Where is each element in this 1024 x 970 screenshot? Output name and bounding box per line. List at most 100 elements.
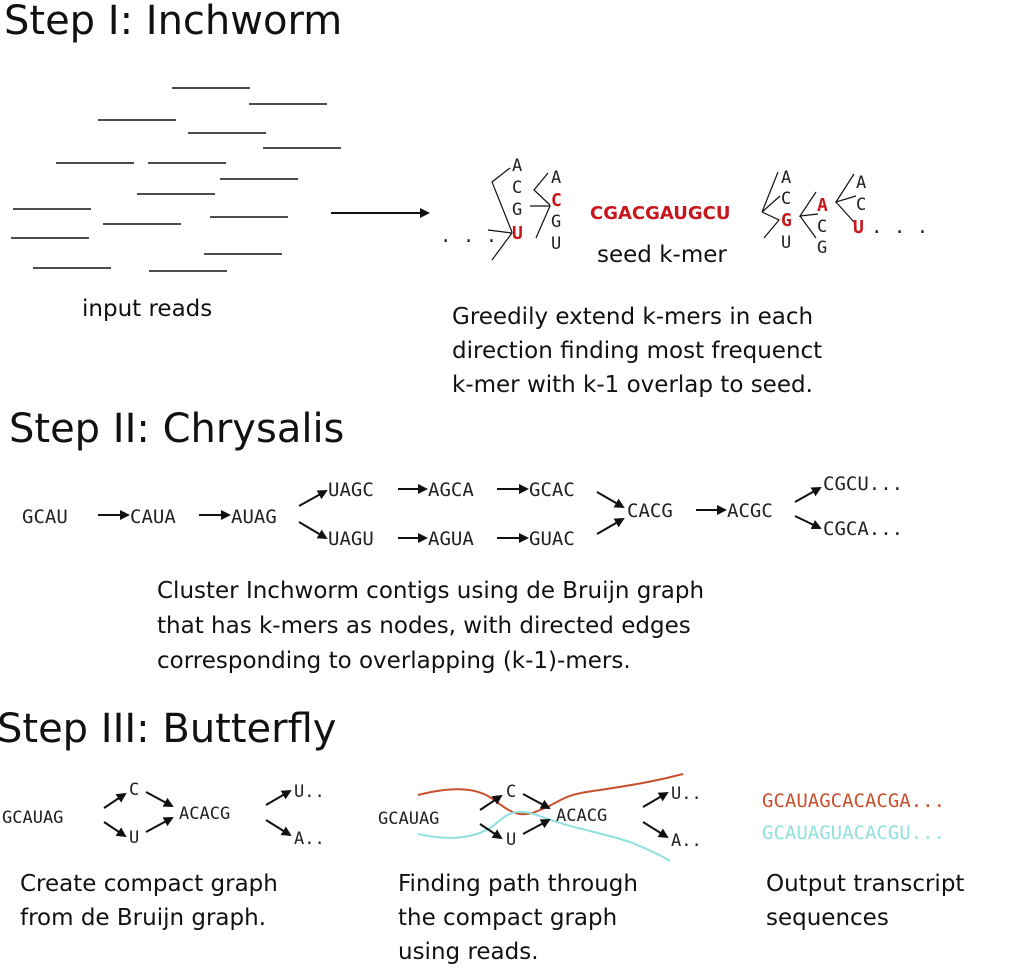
node-a-end-2: A.. — [671, 831, 702, 851]
node-uagc: UAGC — [328, 479, 374, 501]
right-inner-base-u: U — [781, 233, 791, 253]
compact-graph: GCAUAG C U ACACG U.. A.. — [2, 780, 325, 849]
graph-edge — [794, 487, 822, 503]
graph-edge — [265, 789, 292, 806]
step1-title: Step I: Inchworm — [4, 0, 342, 44]
left-inner-base-g: G — [551, 212, 561, 232]
step1-caption-line: k-mer with k-1 overlap to seed. — [452, 372, 813, 398]
prefix-dots: . . . — [440, 225, 497, 247]
node-cgcu: CGCU... — [823, 473, 903, 495]
fan-line — [487, 229, 514, 261]
graph-edge — [145, 791, 174, 807]
node-caua: CAUA — [130, 506, 176, 528]
node-agca: AGCA — [428, 479, 474, 501]
node-guac: GUAC — [529, 528, 575, 550]
fan-line — [491, 167, 513, 233]
read-path-red — [417, 773, 684, 816]
node-cacg: CACG — [627, 500, 673, 522]
path-caption-line: the compact graph — [398, 905, 617, 931]
node-gcau: GCAU — [22, 506, 68, 528]
node-u-end: U.. — [294, 782, 325, 802]
node-c-2: C — [506, 782, 516, 802]
graph-edge — [642, 821, 669, 839]
left-inner-base-u: U — [551, 234, 561, 254]
graph-edge — [596, 518, 625, 535]
path-graph: GCAUAG C U ACACG U.. A.. — [378, 773, 702, 862]
node-gcauag-2: GCAUAG — [378, 809, 439, 829]
right-inner-base-c: C — [781, 189, 791, 209]
right-mid-base-c: C — [817, 217, 827, 237]
graph-edge — [596, 491, 625, 508]
read-path-cyan — [417, 810, 671, 862]
step2-title: Step II: Chrysalis — [9, 406, 344, 452]
step1-caption-line: direction finding most frequenct — [452, 338, 822, 364]
right-mid-base-a-chosen: A — [817, 195, 828, 216]
fan-line — [835, 201, 855, 223]
right-outer-base-u-chosen: U — [853, 217, 864, 238]
node-gcauag: GCAUAG — [2, 808, 63, 828]
fan-line — [761, 171, 781, 213]
node-a-end: A.. — [294, 829, 325, 849]
fan-line — [834, 173, 857, 204]
output-caption-line: sequences — [766, 905, 889, 931]
left-outer-base-g: G — [512, 200, 522, 220]
left-outer-base-u-chosen: U — [512, 223, 523, 244]
step2-caption-line: corresponding to overlapping (k-1)-mers. — [157, 648, 631, 674]
step2-caption-line: that has k-mers as nodes, with directed … — [157, 613, 691, 639]
graph-edge — [479, 823, 503, 840]
node-agua: AGUA — [428, 528, 474, 550]
right-outer-base-c: C — [856, 195, 866, 215]
de-bruijn-graph: GCAU CAUA AUAG UAGC AGCA GCAC UAGU AGUA … — [22, 473, 903, 550]
output-caption-line: Output transcript — [766, 871, 964, 897]
seed-kmer: CGACGAUGCU — [590, 203, 731, 224]
node-uagu: UAGU — [328, 528, 374, 550]
suffix-dots: . . . — [871, 216, 928, 238]
graph-edge — [103, 792, 127, 809]
seed-kmer-label: seed k-mer — [597, 242, 727, 268]
right-inner-base-a: A — [781, 168, 791, 188]
graph-edge — [298, 521, 328, 540]
node-acacg-2: ACACG — [556, 806, 607, 826]
node-u-end-2: U.. — [671, 784, 702, 804]
fan-line — [761, 211, 780, 239]
node-auag: AUAG — [231, 506, 277, 528]
node-u-2: U — [506, 830, 516, 850]
input-reads-group — [11, 87, 341, 272]
transcript-1: GCAUAGCACACGA... — [762, 790, 945, 812]
graph-edge — [522, 819, 551, 835]
graph-edge — [794, 515, 822, 530]
path-caption-line: using reads. — [398, 939, 539, 965]
step3-title: Step III: Butterfly — [0, 706, 336, 752]
left-outer-base-c: C — [512, 178, 522, 198]
transcript-2: GCAUAGUACACGU... — [762, 822, 945, 844]
fan-line — [798, 191, 819, 217]
right-mid-base-g: G — [817, 238, 827, 258]
compact-caption-line: from de Bruijn graph. — [20, 905, 266, 931]
node-c: C — [129, 780, 139, 800]
kmer-extension: . . . A C G U A C G U CGACGAUGCU seed k-… — [440, 156, 928, 268]
left-inner-base-c-chosen: C — [551, 190, 562, 211]
path-caption-line: Finding path through — [398, 871, 638, 897]
graph-edge — [103, 821, 127, 838]
left-outer-base-a: A — [512, 156, 522, 176]
left-inner-base-a: A — [551, 168, 561, 188]
graph-edge — [479, 794, 503, 811]
node-gcac: GCAC — [529, 479, 575, 501]
input-reads-label: input reads — [82, 296, 212, 322]
graph-edge — [298, 490, 328, 507]
node-u: U — [129, 828, 139, 848]
node-cgca: CGCA... — [823, 518, 903, 540]
step2-caption-line: Cluster Inchworm contigs using de Bruijn… — [157, 578, 704, 604]
fan-line — [533, 172, 551, 206]
graph-edge — [642, 791, 669, 808]
step1-caption-line: Greedily extend k-mers in each — [452, 304, 813, 330]
graph-edge — [522, 793, 551, 809]
graph-edge — [145, 817, 174, 833]
graph-edge — [265, 819, 292, 837]
fan-line — [799, 215, 817, 239]
node-acgc: ACGC — [727, 500, 773, 522]
node-acacg: ACACG — [179, 804, 230, 824]
right-inner-base-g-chosen: G — [781, 210, 792, 231]
fan-line — [530, 205, 551, 239]
